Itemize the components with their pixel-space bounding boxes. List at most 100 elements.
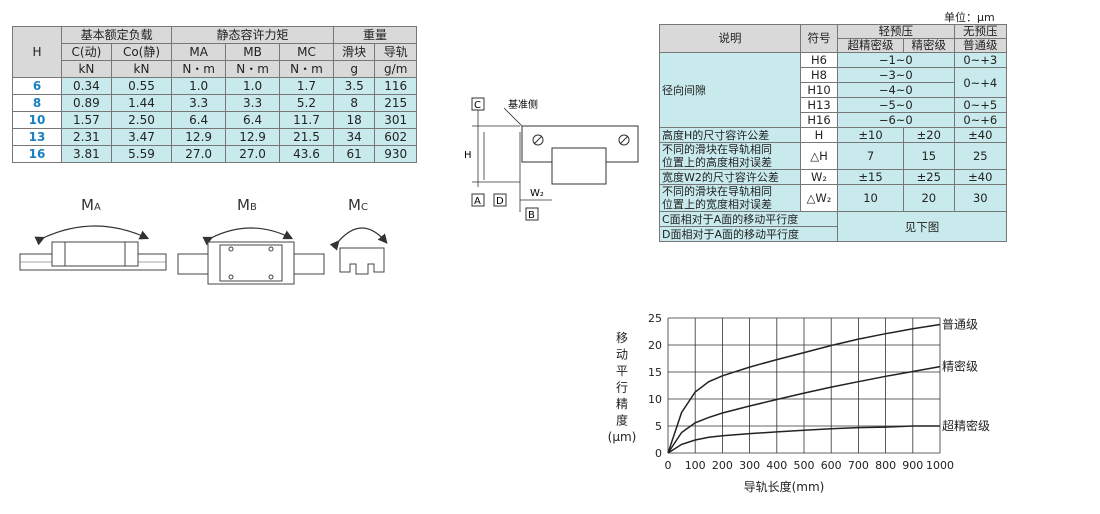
value-cell: ±40 [953, 169, 1008, 185]
light-cell: −5~0 [837, 97, 955, 113]
mb-arrow [202, 227, 294, 246]
no-preload-cell: 0~+4 [953, 67, 1008, 98]
symbol-header: 符号 [800, 24, 838, 53]
value-cell: 7 [836, 142, 905, 170]
no-preload-cell: 0~+6 [953, 112, 1008, 128]
normal-header: 普通级 [953, 38, 1008, 53]
moment-diagrams: MA MB [19, 196, 325, 285]
table-cell: 5.2 [279, 94, 334, 112]
light-cell: −4~0 [837, 82, 955, 98]
value-cell: 25 [953, 142, 1008, 170]
table-cell: 0.89 [61, 94, 112, 112]
light-cell: −1~0 [837, 52, 955, 68]
basic-load-header: 基本额定负载 [60, 26, 173, 44]
sub-header: C(动) [61, 43, 112, 61]
series-line [667, 323, 941, 454]
table-cell: 1.0 [171, 77, 227, 95]
height-tol-label: 高度H的尺寸容许公差 [659, 127, 801, 143]
unit-header: g [332, 60, 376, 78]
x-tick-label: 600 [821, 459, 842, 472]
reference-side-label: 基准侧 [508, 98, 538, 111]
height-diff-label: 不同的滑块在导轨相同位置上的高度相对误差 [659, 142, 801, 170]
value-cell: ±40 [953, 127, 1008, 143]
unit-header: N・m [171, 60, 227, 78]
unit-header: N・m [279, 60, 334, 78]
x-tick-label: 700 [848, 459, 869, 472]
sym-cell: H6 [800, 52, 838, 68]
super-precision-header: 超精密级 [836, 38, 905, 53]
precision-header: 精密级 [903, 38, 955, 53]
unit-header: g/m [374, 60, 417, 78]
mb-label: MB [237, 196, 257, 214]
y-tick-label: 10 [648, 393, 662, 406]
no-preload-cell: 0~+5 [953, 97, 1008, 113]
table-cell: 1.7 [279, 77, 334, 95]
y-axis-label-char: (μm) [608, 430, 637, 444]
sym-cell: △W₂ [800, 184, 838, 212]
weight-header: 重量 [332, 26, 418, 44]
sym-cell: H16 [800, 112, 838, 128]
x-tick-label: 1000 [926, 459, 954, 472]
table-cell: 11.7 [279, 111, 334, 129]
table-cell: 215 [374, 94, 417, 112]
table-cell: 0.55 [110, 77, 173, 95]
light-cell: −6~0 [837, 112, 955, 128]
value-cell: ±15 [836, 169, 905, 185]
x-tick-label: 400 [766, 459, 787, 472]
value-cell: ±10 [836, 127, 905, 143]
label-d: D [496, 196, 504, 207]
table-cell: 8 [332, 94, 376, 112]
sub-header: MC [279, 43, 334, 61]
sub-header: Co(静) [110, 43, 173, 61]
table-cell: 2.31 [61, 128, 112, 146]
y-axis-label-char: 行 [616, 381, 628, 395]
col-h-header: H [12, 26, 62, 78]
sym-cell: H13 [800, 97, 838, 113]
table-cell: 6.4 [225, 111, 281, 129]
label-b: B [528, 210, 535, 221]
width-diff-label: 不同的滑块在导轨相同位置上的宽度相对误差 [659, 184, 801, 212]
x-tick-label: 800 [875, 459, 896, 472]
value-cell: 30 [953, 184, 1008, 212]
no-preload-header: 无预压 [953, 24, 1008, 39]
x-tick-label: 500 [794, 459, 815, 472]
parallel-d-label: D面相对于A面的移动平行度 [659, 226, 838, 242]
y-axis-label-char: 平 [616, 364, 628, 378]
y-axis-label-char: 精 [616, 397, 628, 411]
table-cell: 27.0 [171, 145, 227, 163]
see-below-cell: 见下图 [837, 211, 1007, 242]
table-cell: 5.59 [110, 145, 173, 163]
value-cell: 10 [836, 184, 905, 212]
row-h-cell: 16 [12, 145, 62, 163]
table-cell: 3.3 [171, 94, 227, 112]
table-cell: 2.50 [110, 111, 173, 129]
sub-header: MB [225, 43, 281, 61]
row-h-cell: 6 [12, 77, 62, 95]
table-cell: 301 [374, 111, 417, 129]
table-cell: 602 [374, 128, 417, 146]
label-c: C [474, 100, 481, 111]
static-moment-header: 静态容许力矩 [171, 26, 334, 44]
dimension-diagram: C 基准侧 H A D W₂ B [464, 97, 639, 221]
table-cell: 21.5 [279, 128, 334, 146]
row-h-cell: 10 [12, 111, 62, 129]
y-tick-label: 15 [648, 366, 662, 379]
series-label: 普通级 [942, 317, 978, 331]
ma-arrow [34, 225, 150, 246]
load-rating-table: H 基本额定负载 静态容许力矩 重量 C(动) Co(静) MA MB MC 滑… [12, 26, 418, 163]
x-tick-label: 200 [712, 459, 733, 472]
table-cell: 1.57 [61, 111, 112, 129]
y-axis-label-char: 度 [616, 413, 628, 428]
light-preload-header: 轻预压 [837, 24, 955, 39]
y-tick-label: 25 [648, 312, 662, 325]
series-label: 超精密级 [942, 418, 990, 433]
light-cell: −3~0 [837, 67, 955, 83]
table-cell: 0.34 [61, 77, 112, 95]
sub-header: 滑块 [332, 43, 376, 61]
table-cell: 61 [332, 145, 376, 163]
mc-diagram: MC [330, 196, 388, 275]
